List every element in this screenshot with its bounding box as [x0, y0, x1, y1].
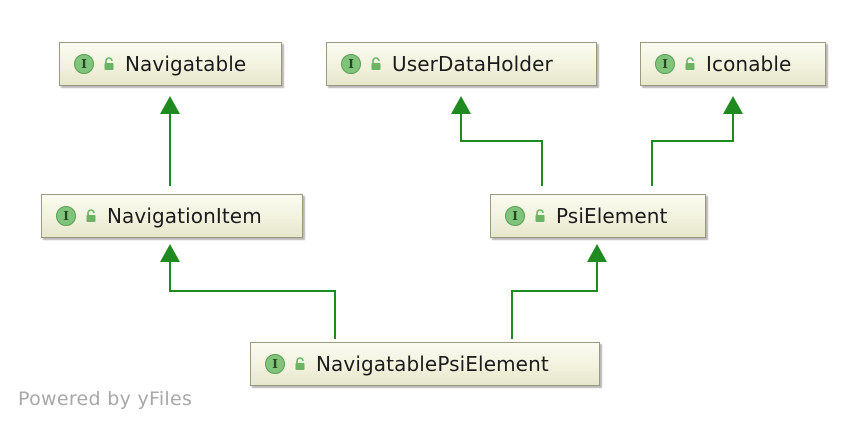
- edge-psielement-to-userdataholder: [451, 96, 543, 186]
- edge-navigationitem-to-navigatable: [160, 96, 180, 186]
- lock-icon: [104, 57, 114, 70]
- lock-icon: [371, 57, 381, 70]
- node-navigatable[interactable]: I Navigatable: [59, 42, 282, 86]
- interface-icon: I: [74, 54, 94, 74]
- interface-icon: I: [655, 54, 675, 74]
- node-navigationitem[interactable]: I NavigationItem: [41, 194, 303, 238]
- node-label: UserDataHolder: [392, 52, 553, 76]
- node-psielement[interactable]: I PsiElement: [490, 194, 706, 238]
- interface-icon: I: [265, 354, 285, 374]
- interface-icon: I: [341, 54, 361, 74]
- lock-icon: [535, 209, 545, 222]
- lock-icon: [86, 209, 96, 222]
- edge-navigatablepsielement-to-navigationitem: [160, 244, 336, 339]
- node-iconable[interactable]: I Iconable: [640, 42, 826, 86]
- lock-icon: [685, 57, 695, 70]
- node-label: Iconable: [706, 52, 792, 76]
- interface-icon: I: [505, 206, 525, 226]
- interface-icon: I: [56, 206, 76, 226]
- edge-navigatablepsielement-to-psielement: [511, 244, 607, 339]
- yfiles-watermark: Powered by yFiles: [18, 388, 193, 410]
- edge-psielement-to-iconable: [651, 96, 743, 186]
- node-navigatablepsielement[interactable]: I NavigatablePsiElement: [250, 342, 600, 386]
- lock-icon: [295, 357, 305, 370]
- node-label: Navigatable: [125, 52, 247, 76]
- node-label: PsiElement: [556, 204, 668, 228]
- node-userdataholder[interactable]: I UserDataHolder: [326, 42, 597, 86]
- node-label: NavigatablePsiElement: [316, 352, 549, 376]
- node-label: NavigationItem: [107, 204, 262, 228]
